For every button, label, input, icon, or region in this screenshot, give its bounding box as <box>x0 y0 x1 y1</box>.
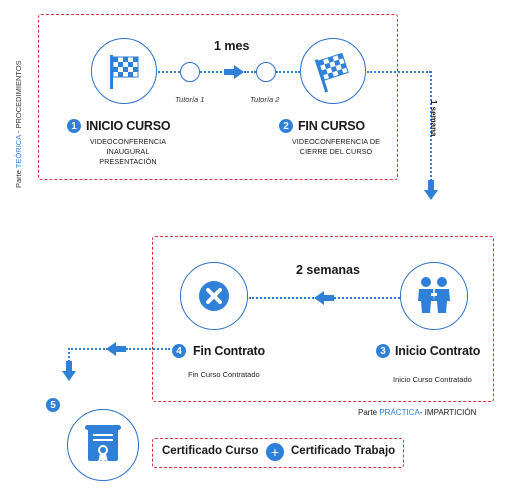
theory-label-prefix: Parte <box>14 168 23 188</box>
connector-vertical <box>430 71 432 181</box>
step-2-line-2: CIERRE DEL CURSO <box>299 147 373 156</box>
theory-section-label: Parte TEÓRICA - PROCEDIMIENTOS <box>14 60 23 188</box>
step-1-badge: 1 <box>67 119 81 133</box>
tutoria-1-marker <box>180 62 200 82</box>
theory-label-suffix: - PROCEDIMIENTOS <box>14 60 23 136</box>
top-dotted-line-4 <box>276 71 300 73</box>
theory-section-frame <box>38 14 398 180</box>
step-2-line-1: VIDEOCONFERENCIA DE <box>291 137 381 146</box>
connector-duration-label: 1 semana <box>429 100 438 137</box>
step-5-badge: 5 <box>46 398 60 412</box>
arrow-left-icon <box>106 342 126 356</box>
bottom-duration-label: 2 semanas <box>296 263 360 277</box>
step-3-caption: Inicio Curso Contratado <box>393 375 472 384</box>
theory-label-accent: TEÓRICA <box>14 135 23 169</box>
checkered-flag-icon <box>314 52 349 93</box>
step-4-badge: 4 <box>172 344 186 358</box>
checkered-flag-icon <box>110 55 139 89</box>
bottom-dotted-line-2 <box>334 297 400 299</box>
practice-label-accent: PRÁCTICA <box>379 408 420 417</box>
step-1-line-1: VIDEOCONFERENCIA <box>89 137 167 146</box>
step-1-line-2: INAUGURAL <box>106 147 150 156</box>
top-dotted-line-1 <box>158 71 180 73</box>
tutoria-2-marker <box>256 62 276 82</box>
step-1-title: INICIO CURSO <box>86 119 171 133</box>
certificate-icon <box>85 425 121 463</box>
certificate-work-label: Certificado Trabajo <box>291 445 396 457</box>
close-icon <box>199 281 229 311</box>
step-3-badge: 3 <box>376 344 390 358</box>
tutoria-1-label: Tutoría 1 <box>175 95 205 104</box>
step-4-title: Fin Contrato <box>193 344 265 358</box>
certificate-course-label: Certificado Curso <box>162 445 259 457</box>
practice-section-frame <box>152 236 494 402</box>
contract-end-circle <box>180 262 248 330</box>
step-3-title: Inicio Contrato <box>395 344 481 358</box>
arrow-down-icon <box>424 180 438 200</box>
step-1-description: VIDEOCONFERENCIA INAUGURAL PRESENTACIÓN <box>84 137 172 167</box>
bottom-dotted-line-1 <box>249 297 317 299</box>
arrow-down-icon <box>62 361 76 381</box>
practice-label-suffix: - IMPARTICIÓN <box>419 408 477 417</box>
practice-section-label: Parte PRÁCTICA- IMPARTICIÓN <box>358 408 476 417</box>
practice-label-prefix: Parte <box>358 408 380 417</box>
arrow-right-icon <box>224 65 244 79</box>
connector-left-horizontal-2 <box>126 348 170 350</box>
step-2-badge: 2 <box>279 119 293 133</box>
step-2-description: VIDEOCONFERENCIA DE CIERRE DEL CURSO <box>286 137 386 157</box>
step-1-line-3: PRESENTACIÓN <box>99 157 157 166</box>
tutoria-2-label: Tutoría 2 <box>250 95 280 104</box>
course-end-circle <box>300 38 366 104</box>
arrow-left-icon <box>314 291 334 305</box>
certificates-frame <box>152 438 404 468</box>
contract-start-circle <box>400 262 468 330</box>
step-4-caption: Fin Curso Contratado <box>188 370 260 379</box>
certificate-circle <box>67 409 139 481</box>
connector-left-vertical <box>68 348 70 362</box>
course-start-circle <box>91 38 157 104</box>
plus-icon: + <box>266 443 284 461</box>
top-dotted-line-3 <box>244 71 256 73</box>
connector-left-horizontal <box>68 348 108 350</box>
step-2-title: FIN CURSO <box>298 119 365 133</box>
team-icon <box>418 277 450 313</box>
connector-top-horizontal <box>367 71 431 73</box>
top-duration-label: 1 mes <box>214 39 250 53</box>
top-dotted-line-2 <box>200 71 226 73</box>
